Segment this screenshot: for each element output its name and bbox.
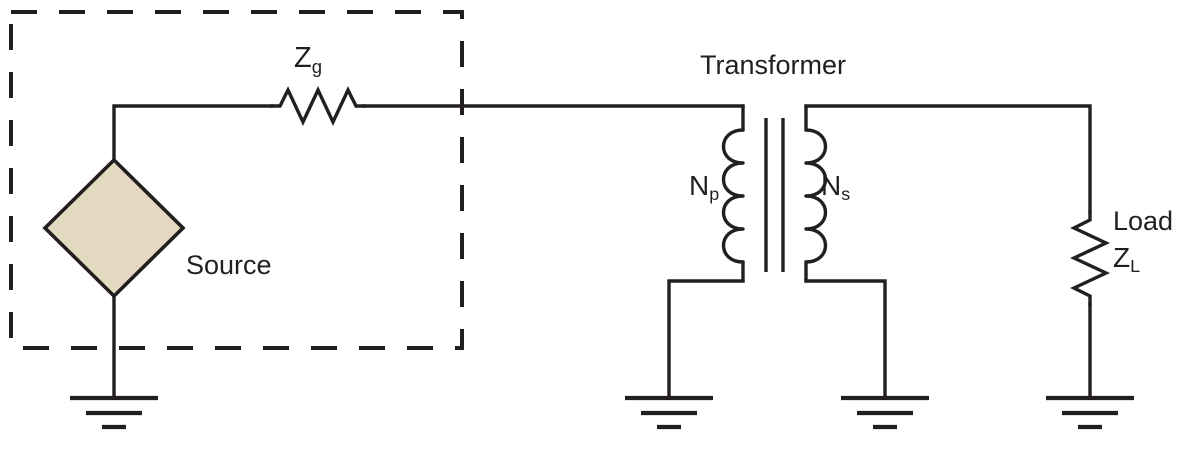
- secondary-turns-subscript: s: [841, 184, 851, 205]
- generator-impedance-symbol: Z: [294, 42, 312, 74]
- source-network-boundary: [9, 10, 464, 350]
- load-top-wire: [804, 104, 1092, 214]
- secondary-ground-lead: [804, 279, 887, 400]
- source-symbol: [42, 157, 186, 299]
- transformer-title: Transformer: [700, 50, 847, 80]
- load-impedance-symbol: Z: [1113, 242, 1131, 273]
- transformer-secondary-winding: [804, 104, 828, 283]
- load-impedance-label: ZL: [1113, 242, 1140, 276]
- transformer-core: [764, 118, 785, 272]
- primary-turns-symbol: N: [689, 170, 710, 201]
- ground-transformer-primary: [625, 395, 713, 430]
- primary-ground-lead: [667, 279, 745, 400]
- source-top-lead: [112, 104, 274, 162]
- load-impedance-resistor: [1069, 210, 1111, 306]
- transformer-primary-winding: [721, 104, 745, 283]
- ground-source: [70, 395, 158, 430]
- load-label: Load: [1113, 206, 1174, 236]
- secondary-turns-label: Ns: [821, 170, 850, 204]
- primary-turns-subscript: p: [709, 184, 720, 205]
- ground-load: [1046, 395, 1134, 430]
- source-label: Source: [186, 250, 272, 280]
- ground-transformer-secondary: [841, 395, 929, 430]
- load-impedance-subscript: L: [1130, 256, 1141, 277]
- generator-impedance-resistor: [270, 85, 366, 127]
- secondary-turns-symbol: N: [821, 170, 842, 201]
- generator-impedance-label: Zg: [294, 42, 322, 76]
- primary-turns-label: Np: [689, 170, 719, 204]
- generator-impedance-subscript: g: [311, 55, 323, 77]
